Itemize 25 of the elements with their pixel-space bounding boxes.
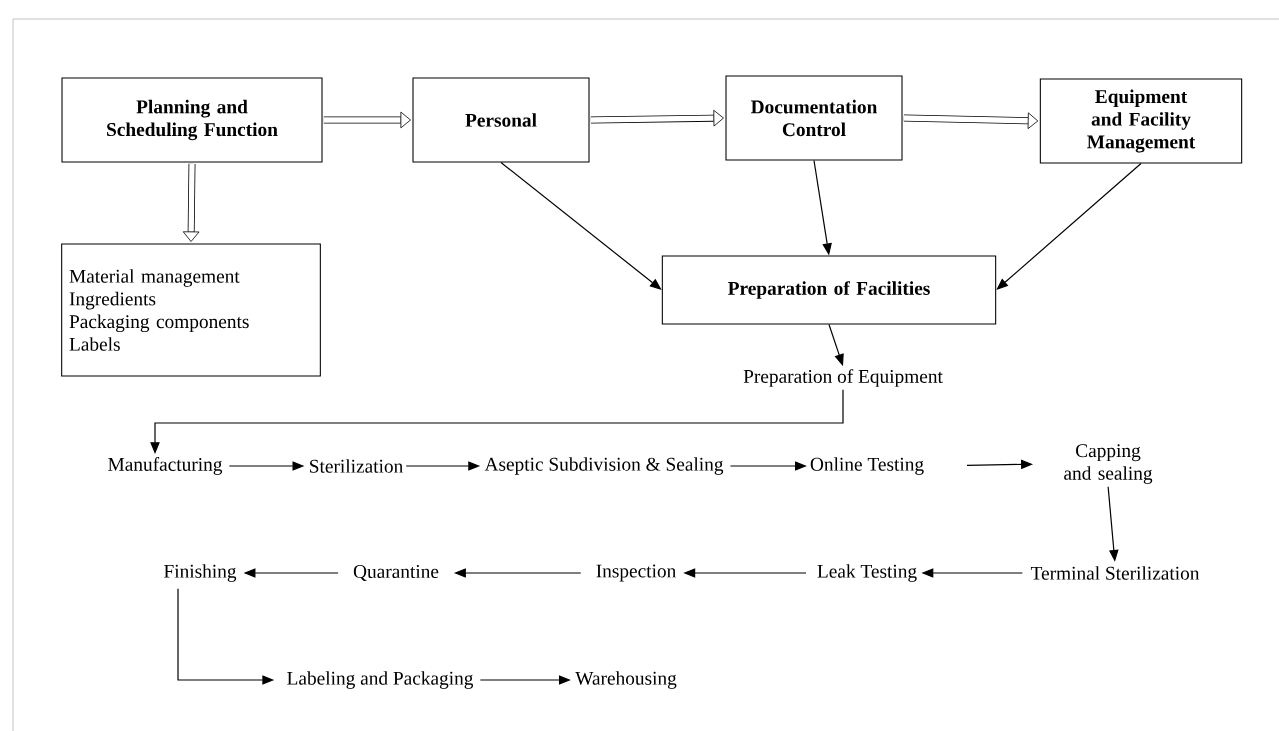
step-label: Capping and sealing (1064, 444, 1153, 484)
step-label: Online Testing (810, 457, 924, 475)
hollow-arrow (590, 109, 724, 127)
hollow-arrow (182, 163, 200, 242)
process-box: Personal (412, 77, 590, 163)
step-label: Labeling and Packaging (287, 671, 474, 689)
step-label: Warehousing (575, 671, 677, 689)
hollow-arrow (903, 112, 1039, 130)
step-label: Manufacturing (108, 457, 223, 475)
step-label: Aseptic Subdivision & Sealing (484, 457, 724, 475)
process-box: Planning and Scheduling Function (61, 77, 323, 163)
process-box: Equipment and Facility Management (1039, 78, 1243, 164)
hollow-arrow (323, 111, 411, 129)
step-label: Quarantine (353, 565, 439, 581)
step-label: Finishing (164, 564, 237, 582)
process-box: Material management Ingredients Packaging components Labels (61, 243, 321, 377)
step-label: Sterilization (310, 459, 403, 473)
step-label: Inspection (596, 564, 676, 582)
arrow (996, 162, 1142, 290)
step-label: Leak Testing (817, 564, 917, 582)
step-label: Terminal Sterilization (1030, 566, 1200, 580)
process-box: Preparation of Facilities (661, 255, 997, 325)
process-box: Documentation Control (725, 75, 903, 161)
arrow (500, 161, 662, 290)
step-label: Preparation of Equipment (743, 369, 943, 387)
